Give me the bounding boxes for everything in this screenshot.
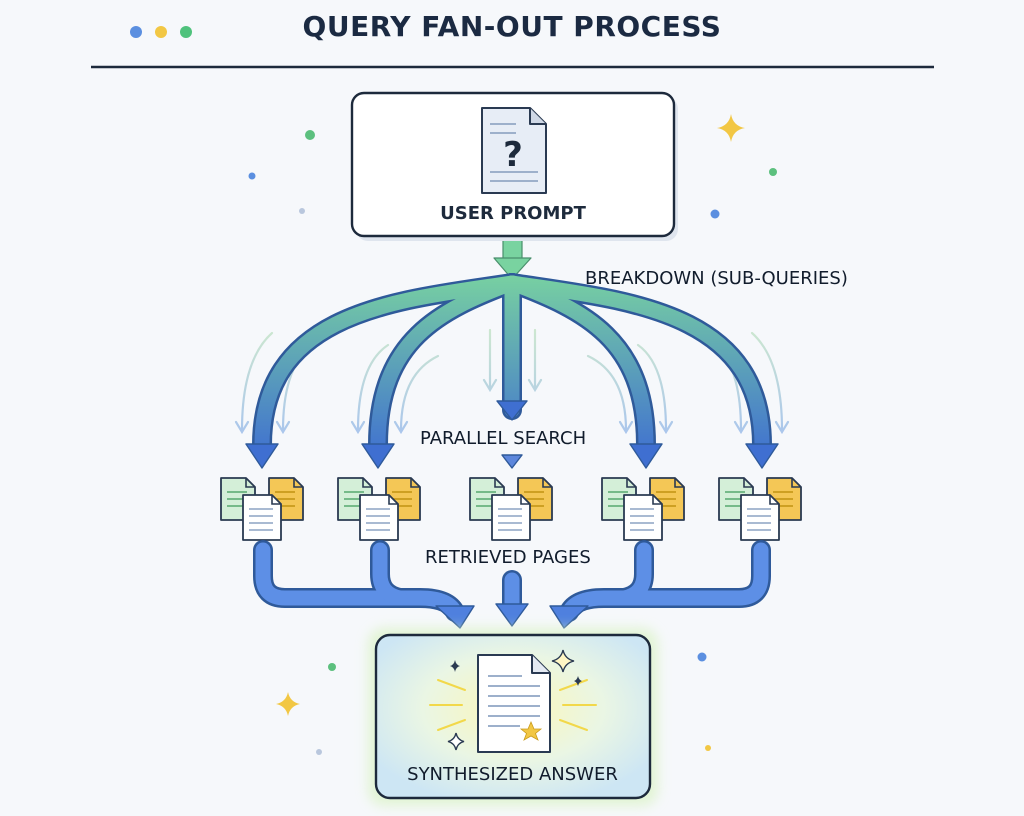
synthesized-answer-node	[368, 628, 658, 806]
star-document-icon	[477, 654, 551, 753]
document-stack-icon	[718, 477, 802, 541]
sparkle-icon	[717, 114, 745, 142]
synthesized-answer-label: SYNTHESIZED ANSWER	[407, 764, 618, 785]
sparkle-icon	[276, 692, 300, 716]
sparkle-icon	[574, 676, 582, 686]
glow-rays	[429, 679, 597, 731]
fan-out-arrowheads	[245, 400, 779, 469]
breakdown-trunk	[493, 235, 532, 280]
user-prompt-label: USER PROMPT	[440, 203, 586, 224]
sparkle-icon	[447, 732, 465, 751]
document-stack-icon	[469, 477, 553, 541]
window-dot-blue	[130, 26, 142, 38]
retrieved-page-groups	[220, 477, 802, 541]
document-stack-icon	[601, 477, 685, 541]
window-controls	[130, 26, 192, 38]
fan-out-arrows	[252, 273, 772, 455]
breakdown-label: BREAKDOWN (SUB-QUERIES)	[585, 268, 848, 289]
decorative-dots	[248, 130, 777, 755]
retrieved-pages-label: RETRIEVED PAGES	[425, 547, 591, 568]
parallel-search-label: PARALLEL SEARCH	[420, 428, 587, 449]
window-dot-yellow	[155, 26, 167, 38]
question-document-icon: ?	[481, 107, 547, 194]
document-stack-icon	[337, 477, 421, 541]
diagram-title: QUERY FAN-OUT PROCESS	[302, 10, 722, 43]
question-glyph: ?	[503, 135, 523, 175]
window-dot-green	[180, 26, 192, 38]
document-stack-icon	[220, 477, 304, 541]
sparkle-icon	[551, 649, 575, 673]
user-prompt-node: ?	[350, 91, 678, 241]
sparkle-icon	[450, 660, 460, 672]
converge-arrowheads	[435, 603, 589, 629]
